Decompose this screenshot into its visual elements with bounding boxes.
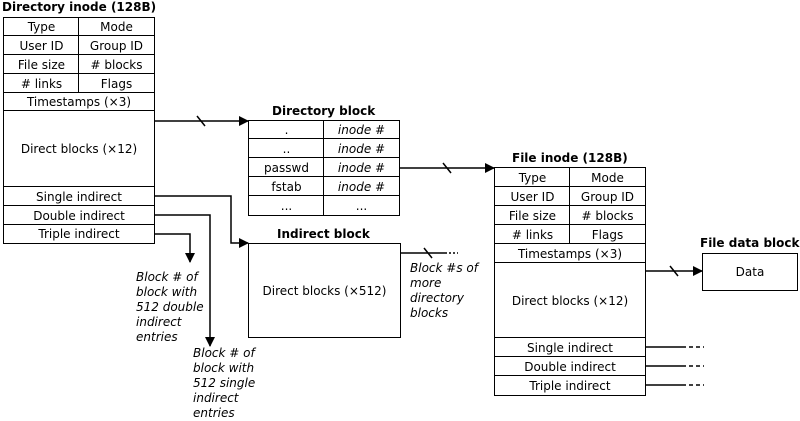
dir-block-inode: inode # [323, 157, 400, 178]
dir-block-inode: inode # [323, 120, 400, 140]
file-inode-title: File inode (128B) [512, 151, 628, 165]
single-indirect-note: Block # of block with 512 single indirec… [193, 346, 256, 420]
dir-inode-cell: User ID [3, 35, 80, 56]
dir-inode-timestamps: Timestamps (×3) [3, 92, 155, 112]
dir-inode-cell: Type [3, 17, 80, 37]
slash-mark [423, 247, 433, 259]
dir-inode-direct-blocks: Direct blocks (×12) [3, 110, 155, 188]
dir-block-name: .. [248, 138, 325, 159]
arrow-triple-indirect [155, 233, 195, 263]
file-inode-double-indirect: Double indirect [494, 356, 646, 377]
indirect-block-title: Indirect block [277, 227, 370, 241]
file-inode-direct-blocks: Direct blocks (×12) [494, 262, 646, 339]
file-inode-single-indirect: Single indirect [494, 337, 646, 358]
file-inode-cell: # blocks [569, 205, 646, 226]
file-inode-cell: Group ID [569, 186, 646, 207]
file-inode-cell: User ID [494, 186, 571, 207]
dir-block-inode: inode # [323, 138, 400, 159]
dir-inode-cell: Group ID [78, 35, 155, 56]
dir-inode-cell: Flags [78, 73, 155, 94]
dir-inode-cell: # links [3, 73, 80, 94]
dir-block-inode: inode # [323, 176, 400, 197]
dir-inode-triple-indirect: Triple indirect [3, 224, 155, 244]
indirect-block-note: Block #s of more directory blocks [410, 261, 478, 320]
dir-block-name: fstab [248, 176, 325, 197]
file-inode-cell: # links [494, 224, 571, 245]
dir-block-inode: ... [323, 195, 400, 216]
dir-inode-cell: # blocks [78, 54, 155, 75]
file-inode-cell: Type [494, 167, 571, 188]
file-inode-timestamps: Timestamps (×3) [494, 243, 646, 264]
dir-block-name: . [248, 120, 325, 140]
dir-inode-double-indirect: Double indirect [3, 205, 155, 226]
file-data-body: Data [702, 253, 798, 291]
double-indirect-note: Block # of block with 512 double indirec… [136, 270, 204, 344]
arrow-single-indirect [155, 195, 249, 248]
slash-mark [196, 115, 206, 127]
dir-inode-cell: File size [3, 54, 80, 75]
dir-inode-title: Directory inode (128B) [2, 0, 157, 14]
dir-block-name: passwd [248, 157, 325, 178]
file-inode-cell: Mode [569, 167, 646, 188]
file-inode-triple-indirect: Triple indirect [494, 375, 646, 396]
file-data-title: File data block [700, 236, 800, 250]
dir-inode-cell: Mode [78, 17, 155, 37]
file-inode-cell: File size [494, 205, 571, 226]
slash-mark [669, 265, 679, 277]
dir-block-name: ... [248, 195, 325, 216]
slash-mark [442, 162, 452, 174]
dir-block-title: Directory block [272, 104, 376, 118]
indirect-block-body: Direct blocks (×512) [248, 243, 401, 338]
dir-inode-single-indirect: Single indirect [3, 186, 155, 207]
arrow-double-indirect [155, 214, 215, 347]
file-inode-cell: Flags [569, 224, 646, 245]
